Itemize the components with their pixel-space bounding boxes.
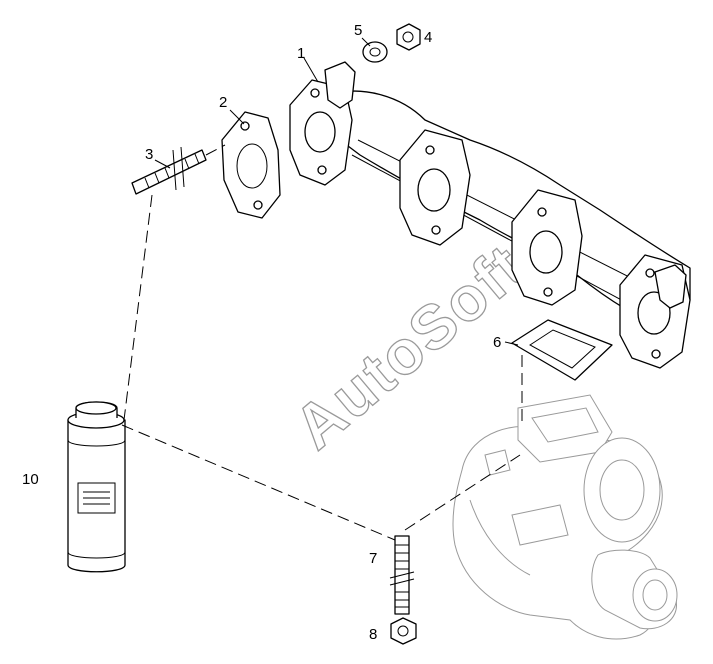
- sealant-tube: [67, 401, 126, 573]
- hex-nut-bottom: [390, 617, 417, 645]
- assembly-line-tube-to-stud: [121, 424, 396, 541]
- exhaust-manifold: [289, 61, 691, 369]
- assembly-line-stud-to-gasket: [205, 144, 226, 156]
- callout-8: 8: [369, 626, 377, 643]
- leader-6: [504, 341, 519, 346]
- callout-6: 6: [493, 334, 501, 351]
- stud-bolt-short: [131, 146, 207, 195]
- washer: [362, 41, 388, 63]
- leader-1: [303, 57, 319, 83]
- callout-2: 2: [219, 94, 227, 111]
- turbocharger-ghost: [452, 394, 678, 640]
- leader-5: [361, 37, 371, 47]
- hex-nut-top: [396, 23, 421, 51]
- callout-4: 4: [424, 29, 432, 46]
- callout-5: 5: [354, 22, 362, 39]
- leader-3: [154, 159, 171, 169]
- turbo-flange-gasket: [511, 319, 613, 381]
- assembly-line-stud-to-tube: [123, 194, 153, 421]
- callout-10: 10: [22, 471, 39, 488]
- assembly-line-stud-to-turbo: [404, 454, 521, 531]
- callout-7: 7: [369, 550, 377, 567]
- leader-2: [229, 109, 245, 125]
- callout-1: 1: [297, 45, 305, 62]
- stud-bolt-long: [389, 535, 415, 615]
- callout-3: 3: [145, 146, 153, 163]
- flange-gasket: [221, 111, 281, 219]
